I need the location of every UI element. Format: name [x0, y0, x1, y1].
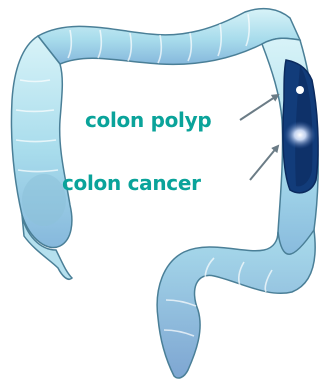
colon-cancer-label: colon cancer — [62, 173, 201, 193]
cancer-arrow — [250, 146, 278, 180]
tumor-glow-icon — [284, 121, 316, 149]
colon-polyp-label: colon polyp — [85, 110, 211, 130]
transverse-colon — [38, 9, 300, 65]
polyp-arrow — [240, 95, 278, 120]
polyp-dot-icon — [296, 86, 304, 94]
cecum-shadow — [22, 174, 66, 226]
